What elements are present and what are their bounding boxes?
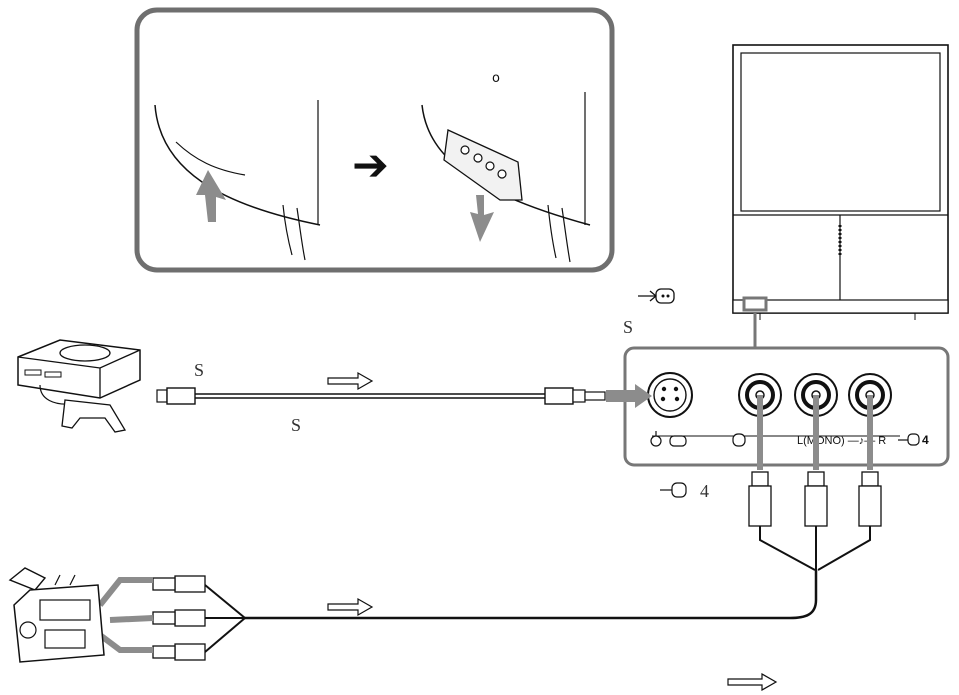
s-video-label-top: S (623, 317, 633, 337)
s-cable-label-left: S (194, 360, 204, 380)
signal-flow-arrow-icon (327, 371, 374, 391)
signal-flow-arrow-icon (727, 672, 778, 692)
panel-audio-label: L(MONO) —♪— R (797, 435, 886, 447)
input4-label: 4 (700, 481, 709, 501)
input4-symbol-icon (660, 482, 687, 498)
video-input-symbol-icon (638, 288, 675, 304)
cover-open-illustration (421, 92, 591, 263)
panel-input4-label: 4 (922, 433, 929, 447)
game-console (17, 339, 141, 433)
circle-mark: o (492, 71, 500, 86)
panel-input4-icon (898, 433, 920, 446)
panel-cover-inset: ➔ o (134, 7, 615, 273)
s-video-cable (156, 384, 652, 408)
s-video-input-symbol-icon (650, 431, 746, 447)
s-cable-label-below: S (291, 415, 301, 435)
av-cable (97, 395, 882, 661)
push-up-arrow-icon (196, 170, 226, 222)
tv-input-panel: L(MONO) —♪— R 4 (623, 346, 950, 467)
cover-closed-illustration (154, 100, 321, 261)
camcorder (8, 567, 105, 663)
s-video-jack (647, 372, 693, 418)
projection-tv (732, 44, 949, 348)
pull-down-arrow-icon (470, 195, 494, 242)
signal-flow-arrow-icon (327, 597, 374, 617)
next-step-arrow-icon: ➔ (352, 140, 389, 191)
